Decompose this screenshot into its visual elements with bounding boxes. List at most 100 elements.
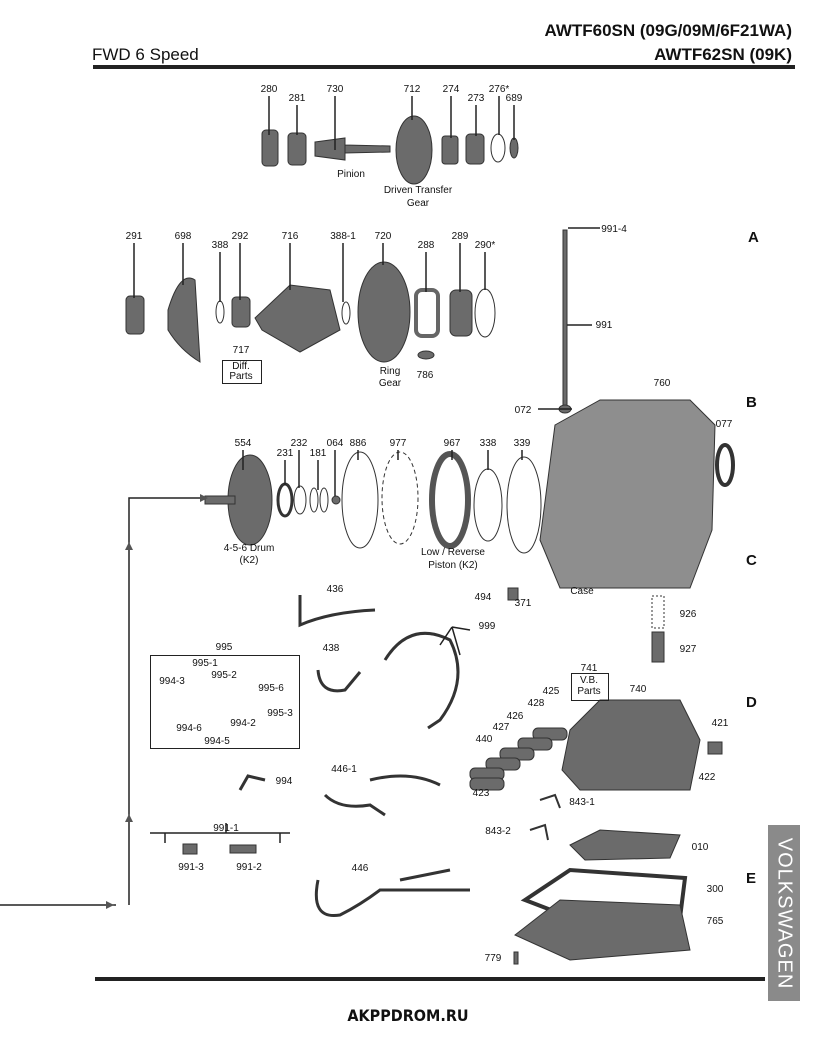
part-274 [441, 135, 459, 165]
part-label: 371 [514, 598, 532, 609]
part-label: 843-1 [569, 797, 595, 808]
vb-parts-box [571, 673, 609, 701]
diff-parts-box [222, 360, 262, 384]
part-994 [238, 774, 266, 791]
part-289 [449, 289, 473, 337]
part-388 [215, 300, 225, 324]
part-291 [125, 295, 145, 335]
part-label: 991-1 [213, 823, 239, 834]
part-label: 289 [451, 231, 469, 242]
part-338 [473, 468, 503, 542]
part-label: 927 [679, 644, 697, 655]
part-caption: Case [570, 586, 594, 597]
brand-name: VOLKSWAGEN [773, 837, 796, 989]
part-label: 843-2 [485, 826, 511, 837]
part-label: 427 [492, 722, 510, 733]
part-label: 720 [374, 231, 392, 242]
part-698 [167, 277, 201, 363]
part-caption: Driven Transfer [383, 185, 453, 196]
part-label: 231 [276, 448, 294, 459]
part-caption: Parts [229, 371, 253, 382]
part-760-case [539, 399, 716, 589]
part-label: 994 [275, 776, 293, 787]
leader-lines [0, 96, 600, 906]
part-991-3 [182, 843, 198, 855]
part-label: 446-1 [331, 764, 357, 775]
part-label: 423 [472, 788, 490, 799]
part-label: 446 [351, 863, 369, 874]
part-886 [341, 451, 379, 549]
part-label: 991-4 [601, 224, 627, 235]
part-010-filter [569, 829, 681, 861]
part-label: 064 [326, 438, 344, 449]
part-label: 886 [349, 438, 367, 449]
part-caption: V.B. [580, 675, 598, 686]
arrow-head-up-1 [125, 542, 133, 550]
section-d: D [746, 694, 757, 711]
solenoid-kit-box-995 [150, 655, 300, 749]
part-554-shaft [204, 495, 236, 505]
part-388-1 [341, 301, 351, 325]
part-label: 730 [326, 84, 344, 95]
part-label: 010 [691, 842, 709, 853]
footer-rule [95, 977, 765, 981]
part-label: 300 [706, 884, 724, 895]
part-446 [314, 868, 470, 918]
part-label: 967 [443, 438, 461, 449]
part-label: 991-2 [236, 862, 262, 873]
arrow-head-right-top [200, 494, 208, 502]
part-label: 779 [484, 953, 502, 964]
part-280 [261, 129, 279, 167]
part-843-2 [529, 823, 549, 841]
part-740-valve-body [561, 699, 701, 791]
part-label: 994-5 [204, 736, 230, 747]
part-label: 388 [211, 240, 229, 251]
part-label: 292 [231, 231, 249, 242]
part-label: 291 [125, 231, 143, 242]
part-276 [490, 133, 506, 163]
part-label: 494 [474, 592, 492, 603]
part-281 [287, 132, 307, 166]
part-438 [316, 669, 362, 693]
flow-arrows [106, 494, 208, 909]
part-label: 281 [288, 93, 306, 104]
part-caption: Ring [379, 366, 401, 377]
part-label: 339 [513, 438, 531, 449]
part-label: 426 [506, 711, 524, 722]
part-caption: Piston (K2) [428, 560, 478, 571]
part-label: 072 [514, 405, 532, 416]
transmission-title-2: AWTF62SN (09K) [654, 45, 792, 64]
brand-sidebar-tab: VOLKSWAGEN [768, 825, 800, 1001]
part-730-pinion [314, 137, 391, 161]
part-926 [651, 595, 665, 629]
part-label: 994-2 [230, 718, 256, 729]
part-label: 991 [595, 320, 613, 331]
part-label: 994-3 [159, 676, 185, 687]
part-786 [417, 350, 435, 360]
part-843-1 [539, 793, 561, 809]
part-label: 276* [488, 84, 510, 95]
part-label: 280 [260, 84, 278, 95]
part-290 [474, 288, 496, 338]
part-label: 698 [174, 231, 192, 242]
part-label: 740 [629, 684, 647, 695]
part-494 [507, 587, 519, 601]
part-caption: 4-5-6 Drum [223, 543, 275, 554]
part-label: 388-1 [330, 231, 356, 242]
part-label: 999 [478, 621, 496, 632]
part-064 [331, 495, 341, 505]
part-label: 712 [403, 84, 421, 95]
part-label: 422 [698, 772, 716, 783]
part-181a [309, 487, 319, 513]
part-label: 716 [281, 231, 299, 242]
part-label: 689 [505, 93, 523, 104]
part-label: 977 [389, 438, 407, 449]
arrow-head-up-2 [125, 814, 133, 822]
part-label: 926 [679, 609, 697, 620]
part-428 [517, 737, 553, 751]
part-273 [465, 133, 485, 165]
part-label: 440 [475, 734, 493, 745]
part-label: 717 [232, 345, 250, 356]
part-caption: Low / Reverse [421, 547, 485, 558]
part-779 [513, 951, 519, 965]
